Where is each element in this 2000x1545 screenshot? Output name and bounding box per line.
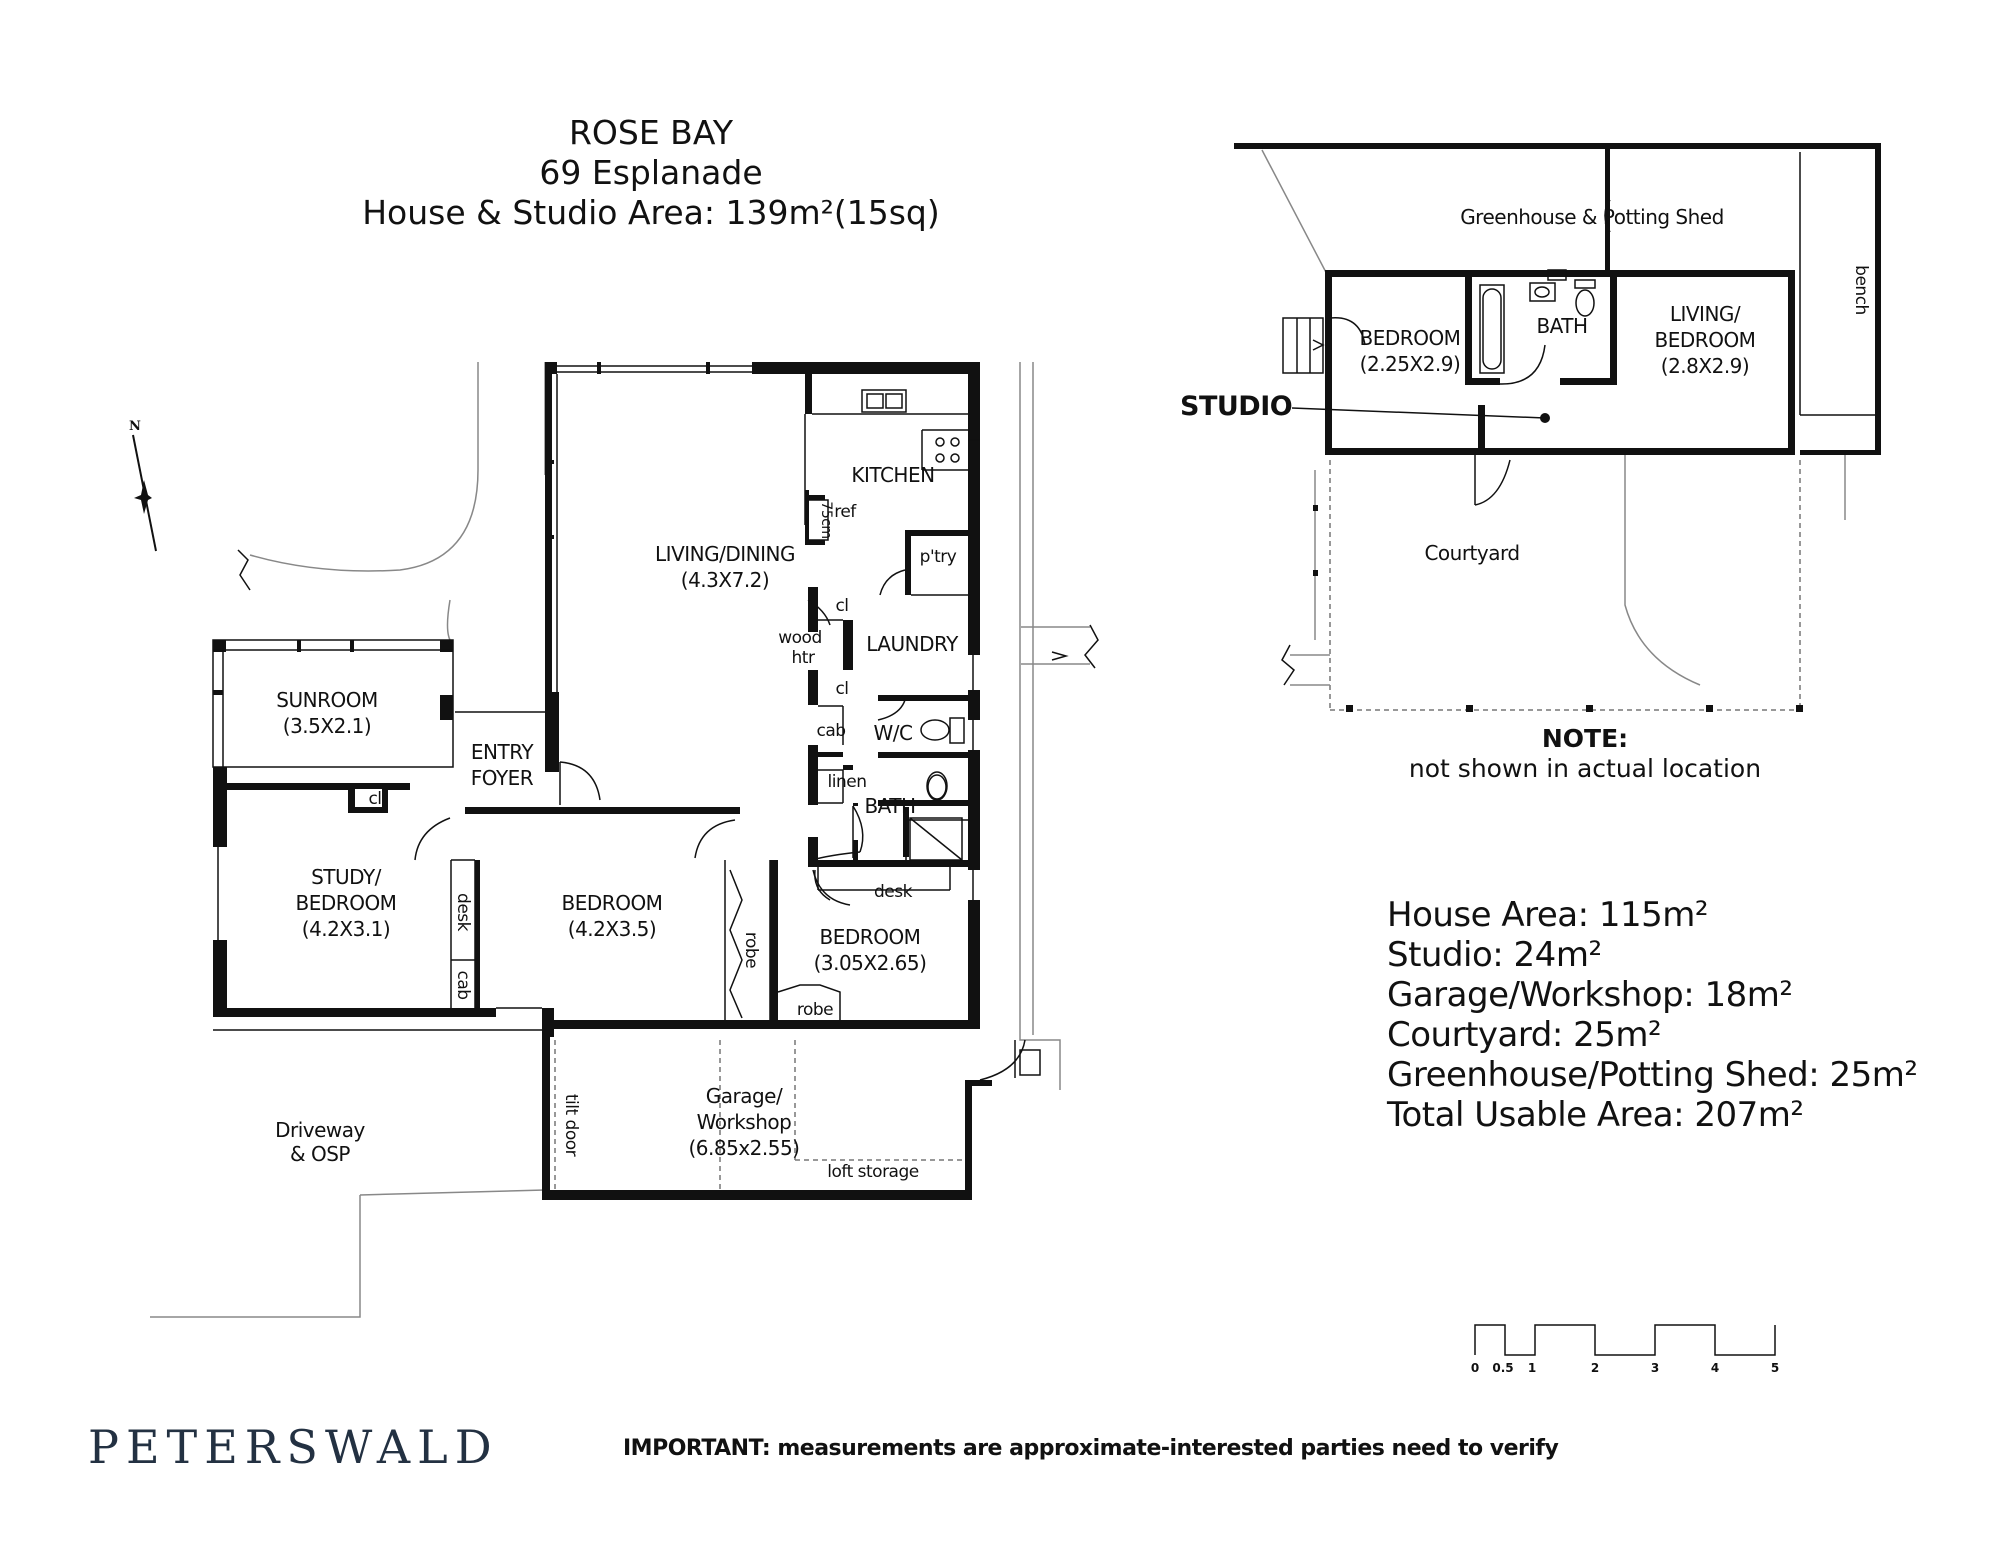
garage-dims: (6.85x2.55) — [688, 1136, 799, 1160]
studio-labels: Greenhouse & Potting Shed bench BEDROOM … — [1180, 205, 1871, 783]
scale-label-3: 3 — [1651, 1361, 1659, 1375]
linen-label: linen — [828, 772, 867, 792]
scale-label-0: 0 — [1471, 1361, 1479, 1375]
north-label: N — [129, 419, 141, 434]
studio-bath-label: BATH — [1536, 314, 1587, 338]
scale-bar: 0 0.5 1 2 3 4 5 — [1471, 1324, 1779, 1375]
studio-walls — [1234, 143, 1881, 712]
studio-living-dims: (2.8X2.9) — [1661, 354, 1749, 378]
total-area-title: House & Studio Area: 139m²(15sq) — [362, 193, 940, 232]
scale-label-4: 4 — [1711, 1361, 1719, 1375]
bedroom3-dims: (3.05X2.65) — [814, 951, 927, 975]
sunroom-label: SUNROOM — [276, 688, 377, 712]
house-walls — [212, 362, 1041, 1200]
scale-label-5: 5 — [1771, 1361, 1779, 1375]
greenhouse-label: Greenhouse & Potting Shed — [1460, 205, 1724, 229]
driveway-label-1: Driveway — [275, 1118, 365, 1142]
area-studio: Studio: 24m² — [1387, 935, 1602, 975]
house-labels: LIVING/DINING (4.3X7.2) KITCHEN ref 75cm… — [275, 463, 959, 1182]
plan-header: ROSE BAY 69 Esplanade House & Studio Are… — [362, 113, 940, 232]
wood-heater-label-2: htr — [792, 648, 815, 668]
closet-label-1: cl — [835, 596, 848, 616]
wc-label: W/C — [874, 721, 913, 745]
bedroom2-dims: (4.2X3.5) — [568, 917, 656, 941]
note-title: NOTE: — [1542, 724, 1628, 753]
bedroom2-label: BEDROOM — [562, 891, 663, 915]
tilt-door-label: tilt door — [561, 1094, 581, 1157]
bench-label: bench — [1851, 265, 1871, 315]
area-total: Total Usable Area: 207m² — [1386, 1095, 1804, 1135]
laundry-label: LAUNDRY — [866, 632, 959, 656]
note-text: not shown in actual location — [1409, 754, 1761, 783]
foyer-label: FOYER — [471, 766, 534, 790]
bedroom3-robe-label: robe — [797, 1000, 833, 1020]
study-label-1: STUDY/ — [311, 865, 382, 889]
studio-living-label-1: LIVING/ — [1670, 302, 1741, 326]
scale-label-2: 2 — [1591, 1361, 1599, 1375]
sunroom-dims: (3.5X2.1) — [283, 714, 371, 738]
studio-label: STUDIO — [1180, 391, 1292, 422]
scale-label-05: 0.5 — [1492, 1361, 1513, 1375]
study-label-2: BEDROOM — [296, 891, 397, 915]
area-garage: Garage/Workshop: 18m² — [1387, 975, 1792, 1015]
brand-logo: PETERSWALD — [88, 1420, 499, 1474]
studio-bedroom-dims: (2.25X2.9) — [1360, 352, 1461, 376]
area-greenhouse: Greenhouse/Potting Shed: 25m² — [1387, 1055, 1918, 1095]
bath-label: BATH — [864, 794, 915, 818]
living-dining-dims: (4.3X7.2) — [681, 568, 769, 592]
fridge-width-label: 75cm — [818, 501, 834, 538]
site-lines — [150, 362, 1099, 1318]
wood-heater-label-1: wood — [778, 628, 822, 648]
closet-label-3: cl — [368, 789, 381, 809]
north-compass-icon: N — [129, 419, 157, 552]
area-house: House Area: 115m² — [1387, 895, 1708, 935]
kitchen-label: KITCHEN — [851, 463, 934, 487]
studio-living-label-2: BEDROOM — [1655, 328, 1756, 352]
pantry-label: p'try — [920, 547, 957, 567]
courtyard-label: Courtyard — [1424, 541, 1519, 565]
disclaimer-text: IMPORTANT: measurements are approximate-… — [623, 1436, 1558, 1461]
plan-footer: PETERSWALD IMPORTANT: measurements are a… — [88, 1420, 1559, 1474]
closet-label-2: cl — [835, 679, 848, 699]
bedroom3-desk-label: desk — [874, 882, 913, 902]
suburb-title: ROSE BAY — [569, 113, 734, 152]
study-cab-label: cab — [453, 970, 473, 999]
driveway-label-2: & OSP — [290, 1142, 350, 1166]
study-dims: (4.2X3.1) — [302, 917, 390, 941]
fridge-label: ref — [834, 502, 857, 522]
area-summary: House Area: 115m² Studio: 24m² Garage/Wo… — [1386, 895, 1918, 1135]
entry-label: ENTRY — [471, 740, 534, 764]
study-desk-label: desk — [453, 893, 473, 932]
area-courtyard: Courtyard: 25m² — [1387, 1015, 1661, 1055]
scale-label-1: 1 — [1528, 1361, 1536, 1375]
bedroom3-label: BEDROOM — [820, 925, 921, 949]
bedroom2-robe-label: robe — [741, 932, 761, 968]
wc-cab-label: cab — [816, 721, 845, 741]
address-title: 69 Esplanade — [539, 153, 762, 192]
loft-storage-label: loft storage — [827, 1162, 919, 1182]
garage-label-1: Garage/ — [706, 1084, 783, 1108]
living-dining-label: LIVING/DINING — [655, 542, 795, 566]
studio-bedroom-label: BEDROOM — [1360, 326, 1461, 350]
garage-label-2: Workshop — [697, 1110, 792, 1134]
